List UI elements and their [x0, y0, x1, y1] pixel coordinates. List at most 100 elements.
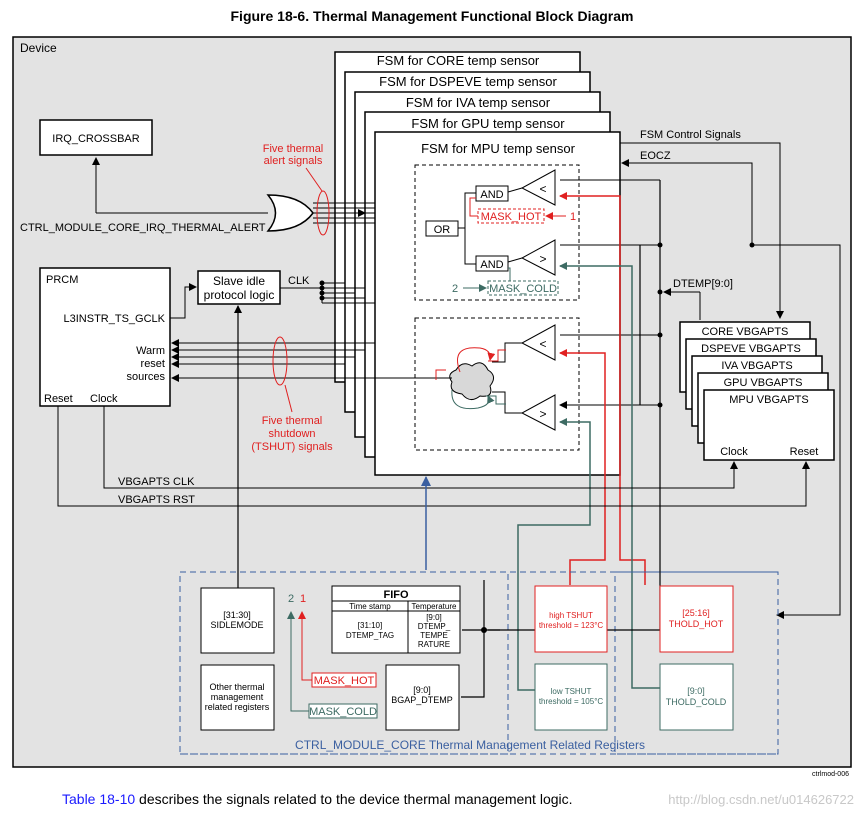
- fifo-box: [331, 585, 461, 654]
- prcm-reset: Reset: [44, 393, 73, 405]
- clk-dot-d: [319, 295, 325, 301]
- shutdown-logic-group: [414, 317, 580, 451]
- thold-hot-box: [659, 585, 734, 653]
- low-tshut-line2: threshold = 105°C: [539, 697, 604, 706]
- vbgapts-clk-label: VBGAPTS CLK: [118, 476, 195, 488]
- figure-id: ctrlmod-006: [812, 771, 849, 778]
- prcm-reset-src: reset: [141, 358, 165, 370]
- shutdown-note-line1: Five thermal: [262, 415, 323, 427]
- prcm-clock: Clock: [90, 393, 118, 405]
- red-tshut-line: [559, 349, 606, 585]
- slave-idle-box: [197, 270, 281, 305]
- comparator-lt-top: [520, 169, 556, 206]
- mask-cold-reg-num: 2: [288, 593, 294, 605]
- prcm-box: [39, 267, 171, 407]
- prcm-title: PRCM: [46, 274, 78, 286]
- vbgapts-gpu-label: GPU VBGAPTS: [724, 377, 803, 389]
- prcm-gclk: L3INSTR_TS_GCLK: [64, 313, 166, 325]
- cmp-to-and-top: [507, 187, 523, 193]
- mask-cold-box: [487, 280, 559, 296]
- slave-idle-line1: Slave idle: [213, 274, 265, 288]
- bgap-dtemp-box: [385, 664, 460, 731]
- vbgapts-clk-line: [103, 406, 738, 489]
- fifo-title: FIFO: [383, 589, 408, 601]
- mask-hot-reg-num: 1: [300, 593, 306, 605]
- high-tshut-line1: high TSHUT: [549, 611, 593, 620]
- vbgapts-core-label: CORE VBGAPTS: [702, 326, 789, 338]
- caption: Table 18-10 describes the signals relate…: [62, 791, 573, 807]
- high-tshut-box: [534, 585, 608, 653]
- fifo-temp-line2: DTEMP_: [418, 622, 451, 631]
- red-hot-line: [559, 192, 646, 585]
- mask-hot-num: 1: [570, 211, 576, 223]
- vbgapts-reset-label: Reset: [790, 446, 819, 458]
- sidlemode-box: [200, 587, 275, 654]
- high-tshut-line2: threshold = 123°C: [539, 621, 604, 630]
- comparator-gt-top: [520, 239, 556, 276]
- fifo-temp-line4: RATURE: [418, 640, 450, 649]
- or-inputs: [313, 202, 375, 224]
- low-tshut-box: [534, 663, 608, 731]
- shutdown-state-blob: [449, 362, 494, 400]
- and-to-or-lines: [458, 192, 476, 265]
- caption-text: describes the signals related to the dev…: [135, 791, 572, 807]
- vbgapts-mpu-box: [703, 389, 835, 461]
- blob-teal-step: [486, 395, 506, 405]
- blob-out-step: [435, 369, 446, 380]
- figure-title: Figure 18-6. Thermal Management Function…: [231, 8, 634, 24]
- dtemp-line: [664, 292, 701, 320]
- mask-hot-to-and: [469, 197, 478, 217]
- fsm-mpu-label: FSM for MPU temp sensor: [421, 141, 576, 156]
- alert-pointer: [305, 167, 323, 192]
- mask-cold-register-label: MASK_COLD: [309, 706, 377, 718]
- bus-dot-1: [657, 242, 663, 248]
- fifo-dtemp-tag-line1: [31:10]: [358, 621, 382, 630]
- prcm-sources: sources: [126, 371, 165, 383]
- dtemp-bus-label: DTEMP[9:0]: [673, 278, 733, 290]
- thold-cold-line1: [9:0]: [687, 686, 705, 696]
- fsm-gpu-label: FSM for GPU temp sensor: [411, 116, 565, 131]
- vbgapts-dspeve-label: DSPEVE VBGAPTS: [701, 343, 801, 355]
- blob-red-feedback: [457, 347, 496, 373]
- mask-hot-label: MASK_HOT: [481, 211, 542, 223]
- big-or-gate: [266, 194, 314, 232]
- fsm-mpu-box: [374, 131, 621, 476]
- fifo-temp-line1: [9:0]: [426, 613, 442, 622]
- caption-link[interactable]: Table 18-10: [62, 791, 135, 807]
- and-gate-bottom-label: AND: [480, 259, 503, 271]
- fifo-dtemp-tag-line2: DTEMP_TAG: [346, 631, 394, 640]
- or-gate-label: OR: [434, 224, 451, 236]
- vbgapts-rst-line: [57, 406, 810, 507]
- bgap-dtemp-line1: [9:0]: [413, 685, 431, 695]
- eocz-branch: [752, 244, 841, 619]
- clk-label: CLK: [288, 275, 310, 287]
- shutdown-pointer: [284, 384, 293, 413]
- slave-idle-line2: protocol logic: [204, 288, 275, 302]
- thold-hot-line1: [25:16]: [682, 608, 710, 618]
- comparator-lt-bottom: [520, 324, 556, 361]
- fifo-feed-line: [461, 580, 500, 698]
- mask-cold-label: MASK_COLD: [489, 283, 557, 295]
- register-group-label: CTRL_MODULE_CORE Thermal Management Rela…: [295, 738, 645, 752]
- alert-note-line1: Five thermal: [263, 143, 324, 155]
- thold-hot-line2: THOLD_HOT: [669, 619, 724, 629]
- vbgapts-iva-label: IVA VBGAPTS: [721, 360, 792, 372]
- alert-ellipse: [316, 190, 330, 236]
- fsm-dspeve-label: FSM for DSPEVE temp sensor: [379, 74, 557, 89]
- vbgapts-rst-label: VBGAPTS RST: [118, 494, 195, 506]
- teal-cold-line: [559, 262, 660, 689]
- teal-tshut-line: [517, 418, 591, 691]
- irq-crossbar-box: [39, 119, 153, 156]
- thold-cold-line2: THOLD_COLD: [666, 697, 727, 707]
- mask-cold-num: 2: [452, 283, 458, 295]
- blob-teal-feedback: [451, 389, 495, 410]
- fsm-iva-label: FSM for IVA temp sensor: [406, 95, 551, 110]
- shutdown-note-line2: shutdown: [268, 428, 315, 440]
- low-tshut-line1: low TSHUT: [551, 687, 592, 696]
- bus-black-lines: [560, 179, 660, 405]
- sidlemode-line1: [31:30]: [223, 610, 251, 620]
- eocz-line: [621, 159, 753, 245]
- gclk-line: [170, 283, 197, 319]
- thold-cold-box: [659, 663, 734, 731]
- fifo-time-header: Time stamp: [349, 602, 391, 611]
